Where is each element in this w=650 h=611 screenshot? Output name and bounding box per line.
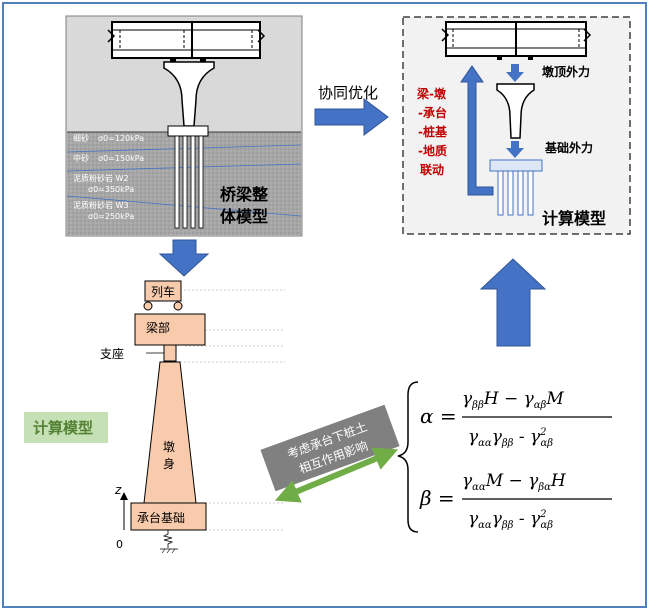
coupling-text-3: -桩基 (418, 124, 448, 139)
interaction-double-arrow (274, 447, 399, 503)
coupling-text-1: 梁-墩 (416, 86, 447, 101)
cap-block (130, 502, 207, 531)
bearing-label: 支座 (100, 346, 124, 361)
co-optimize-arrow (314, 98, 389, 136)
down-arrow (158, 239, 210, 277)
simplified-structure: 列车 梁部 支座 墩 身 承台基础 z 0 (100, 280, 285, 554)
pier-top-force-arrow (506, 64, 524, 82)
beam-label: 梁部 (146, 320, 170, 335)
z-axis-label: z (114, 483, 122, 497)
formula-beta-numerator: γααM − γβαH (462, 471, 567, 493)
soil-layer-2-param: σ0=150kPa (98, 154, 144, 163)
beam-block (134, 313, 206, 346)
coupling-text-5: 联动 (420, 163, 444, 177)
calc-model-panel: 墩顶外力 基础外力 梁-墩 -承台 -桩基 -地质 联动 计算模型 (402, 16, 631, 235)
origin-label: 0 (116, 538, 123, 551)
coupling-arrow (460, 65, 494, 196)
box-girder-left (111, 21, 193, 59)
coupling-text-4: -地质 (418, 143, 447, 158)
pier-body (143, 361, 197, 504)
pier-body-label-1: 墩 (163, 440, 175, 454)
soil-layer-1-name: 细砂 (73, 133, 89, 143)
cap-label: 承台基础 (137, 510, 185, 525)
bridge-model-title-line2: 体模型 (220, 207, 268, 226)
pier-body-label-2: 身 (163, 456, 175, 471)
pile-cap (167, 125, 209, 137)
soil-layer-2-name: 中砂 (73, 153, 89, 163)
calc-model-badge-bg (24, 412, 108, 443)
coupling-text-2: -承台 (418, 105, 447, 120)
foundation-force-label: 基础外力 (544, 140, 593, 155)
formula-beta: β = (419, 486, 455, 510)
bridge-overall-model: 细砂 σ0=120kPa 中砂 σ0=150kPa 泥质粉砂岩 W2 σ0=35… (65, 15, 303, 237)
soil-layer-4-name: 泥质粉砂岩 W3 (73, 200, 129, 210)
spring-icon (162, 530, 174, 548)
calc-model-title: 计算模型 (542, 209, 606, 228)
soil-layer-3-name: 泥质粉砂岩 W2 (73, 173, 129, 183)
calc-model-badge: 计算模型 (33, 419, 93, 437)
up-arrow (479, 258, 547, 347)
soil-layer-3-param: σ0=350kPa (88, 185, 134, 194)
formula-alpha-numerator: γββH − γαβM (462, 389, 564, 411)
box-girder-right (191, 21, 261, 59)
train-block (144, 280, 182, 302)
soil-layer-1-param: σ0=120kPa (98, 134, 144, 143)
soil-layer-4-param: σ0=250kPa (88, 212, 134, 221)
co-optimize-label: 协同优化 (318, 84, 378, 102)
formula-alpha: α = (420, 404, 457, 428)
bearing-block (163, 344, 177, 362)
bridge-model-title-line1: 桥梁整 (220, 185, 268, 204)
pier-top-force-label: 墩顶外力 (542, 64, 590, 79)
foundation-force-arrow (506, 141, 524, 158)
train-label: 列车 (151, 284, 175, 299)
